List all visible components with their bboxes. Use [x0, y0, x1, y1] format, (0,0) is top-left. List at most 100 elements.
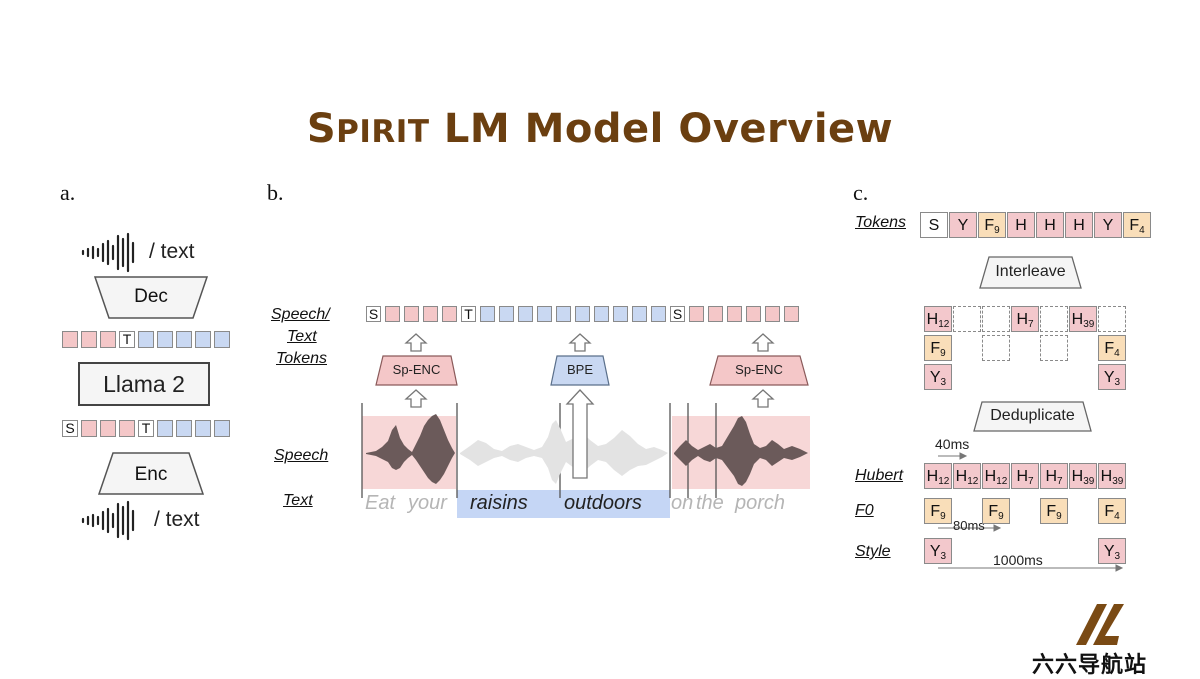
hubert-token: H39	[1098, 463, 1126, 489]
llama-label: Llama 2	[103, 371, 185, 397]
text-token	[480, 306, 495, 322]
pitch-token: F4	[1098, 498, 1126, 524]
text-token	[594, 306, 609, 322]
f0-token-row: F9 F9 F9 F4	[924, 498, 1134, 524]
speech-waveform-right	[674, 416, 808, 486]
text-token	[499, 306, 514, 322]
text-row-label: Text	[283, 492, 313, 509]
style-token-row: Y3 Y3	[924, 538, 1134, 564]
style-token: Y3	[924, 538, 952, 564]
empty-slot	[1040, 335, 1068, 361]
waveform-icon-top	[81, 232, 135, 273]
speech-token	[119, 420, 135, 437]
row-label-line-2: Text	[287, 328, 317, 345]
speech-token	[100, 331, 116, 348]
speech-token	[385, 306, 400, 322]
sequence-token: F9	[978, 212, 1006, 238]
hubert-token: H12	[924, 306, 952, 332]
sequence-token: Y	[1094, 212, 1122, 238]
modality-marker-token: T	[461, 306, 476, 322]
arrow-icon	[404, 333, 428, 352]
tokens-row-label: Tokens	[855, 214, 906, 231]
empty-slot	[982, 306, 1010, 332]
hubert-token: H12	[982, 463, 1010, 489]
speech-token	[442, 306, 457, 322]
title-smallcaps: PIRIT	[336, 114, 430, 150]
page-title: SPIRIT LM Model Overview	[0, 106, 1200, 152]
speech-token	[784, 306, 799, 322]
empty-slot	[1098, 306, 1126, 332]
panel-a-label: a.	[60, 180, 76, 205]
hubert-token: H39	[1069, 463, 1097, 489]
hubert-token: H12	[953, 463, 981, 489]
speech-token	[689, 306, 704, 322]
duration-80ms: 80ms	[953, 518, 985, 533]
arrow-icon	[568, 333, 592, 352]
duration-1000ms: 1000ms	[993, 552, 1043, 568]
text-highlight	[457, 490, 670, 518]
panel-b-label: b.	[267, 180, 284, 205]
panel-a-bottom-input-label: / text	[154, 508, 200, 531]
word-on: on	[671, 492, 694, 514]
text-token	[157, 420, 173, 437]
text-token	[575, 306, 590, 322]
sequence-token: F4	[1123, 212, 1151, 238]
text-token	[214, 420, 230, 437]
speech-token	[81, 331, 97, 348]
hollow-arrows	[404, 333, 775, 479]
hubert-row-label: Hubert	[855, 467, 904, 484]
text-token	[632, 306, 647, 322]
text-token	[176, 420, 192, 437]
dec-block	[93, 276, 209, 319]
speech-token	[765, 306, 780, 322]
speech-token	[62, 331, 78, 348]
sp-enc-left-label: Sp-ENC	[392, 362, 441, 377]
sequence-token: Y	[949, 212, 977, 238]
interleaved-grid: H12 H7 H39 F9 F4 Y3 Y3	[924, 306, 1128, 390]
text-token	[651, 306, 666, 322]
speech-token	[100, 420, 116, 437]
modality-marker-token: S	[670, 306, 685, 322]
hubert-token: H7	[1011, 463, 1039, 489]
deduplicate-block	[973, 401, 1092, 432]
title-first-letter: S	[306, 106, 337, 152]
word-eat: Eat	[365, 492, 396, 514]
text-token	[613, 306, 628, 322]
empty-slot	[953, 306, 981, 332]
sp-enc-right-block	[709, 355, 809, 386]
speech-token	[727, 306, 742, 322]
speech-row-label: Speech	[274, 447, 329, 464]
hubert-token: H39	[1069, 306, 1097, 332]
arrow-icon	[751, 389, 775, 408]
dec-label: Dec	[134, 286, 168, 307]
text-marker-token: T	[119, 331, 135, 348]
pitch-token: F9	[924, 335, 952, 361]
enc-label: Enc	[134, 464, 168, 485]
row-label-line-3: Tokens	[276, 350, 327, 367]
deduplicate-label: Deduplicate	[990, 407, 1075, 424]
sequence-token: H	[1065, 212, 1093, 238]
empty-slot	[1040, 306, 1068, 332]
waveform-icon-bottom	[81, 500, 135, 541]
enc-block	[97, 452, 205, 495]
sp-enc-left-block	[375, 355, 458, 386]
text-token	[176, 331, 192, 348]
f0-row-label: F0	[855, 502, 874, 519]
pitch-token: F9	[982, 498, 1010, 524]
row-label-line-1: Speech/	[271, 306, 330, 323]
sequence-token: H	[1007, 212, 1035, 238]
watermark-text: 六六导航站	[1032, 652, 1148, 677]
text-token	[214, 331, 230, 348]
speech-text-tokens-row-label: Speech/ Text Tokens	[271, 304, 330, 370]
word-raisins: raisins	[470, 492, 528, 514]
panel-a-top-output-label: / text	[149, 240, 195, 263]
text-token	[195, 331, 211, 348]
bpe-block	[550, 355, 610, 386]
style-row-label: Style	[855, 543, 891, 560]
pitch-token: F4	[1098, 335, 1126, 361]
arrow-icon	[565, 389, 595, 479]
style-token: Y3	[924, 364, 952, 390]
